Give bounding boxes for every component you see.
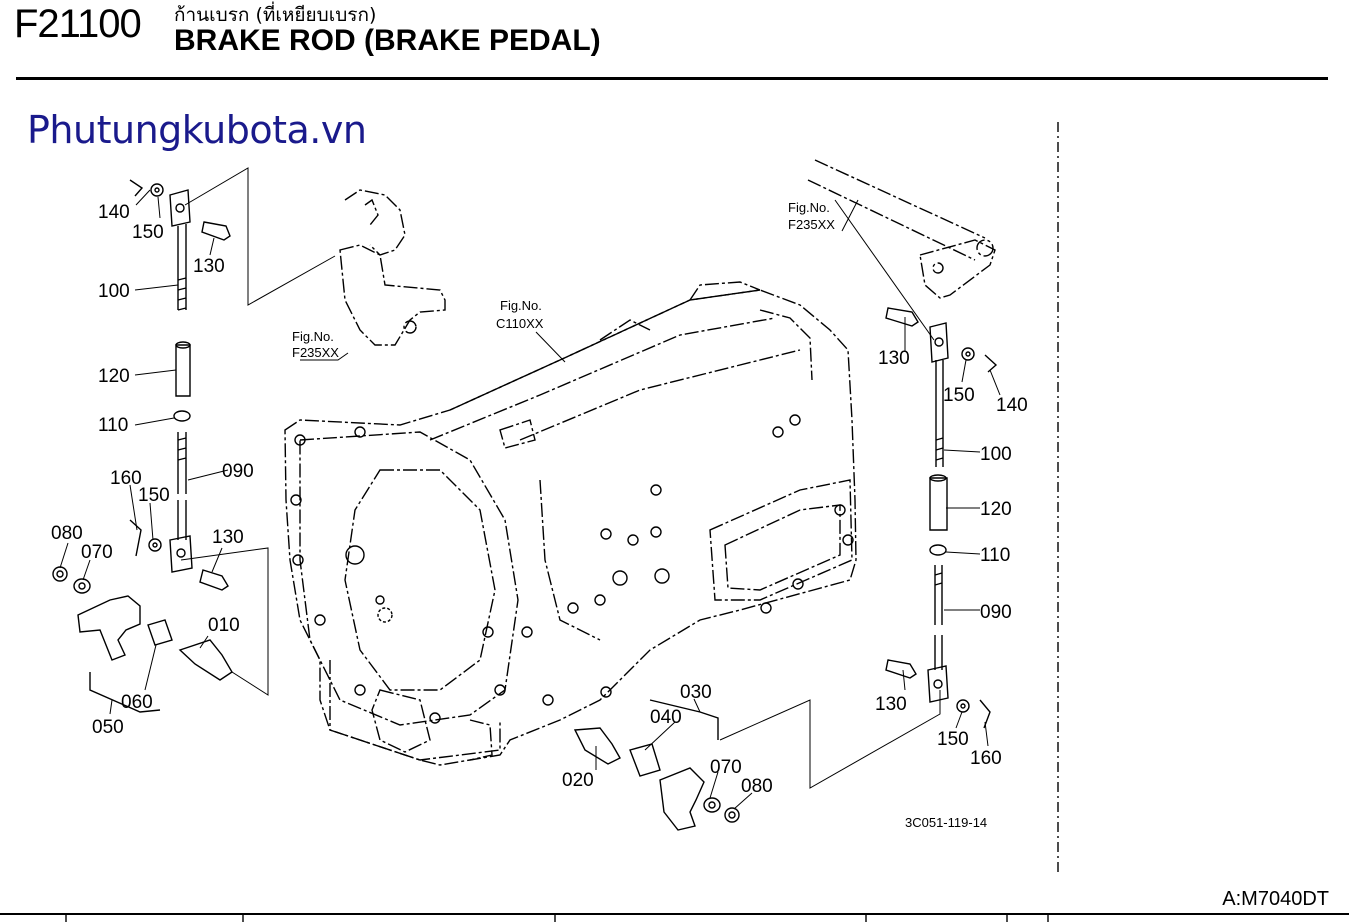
label-050: 050 <box>92 717 124 738</box>
label-020: 020 <box>562 770 594 791</box>
model-code: A:M7040DT <box>1222 888 1329 910</box>
label-130b: 130 <box>212 527 244 548</box>
label-090b: 090 <box>980 602 1012 623</box>
label-150c: 150 <box>943 385 975 406</box>
label-030: 030 <box>680 682 712 703</box>
fig-label-right: Fig.No. <box>788 200 830 215</box>
label-040: 040 <box>650 707 682 728</box>
label-160b: 160 <box>970 748 1002 769</box>
page-title: BRAKE ROD (BRAKE PEDAL) <box>174 24 601 57</box>
part-labels: 140 150 130 100 120 110 090 160 150 130 … <box>51 200 1028 830</box>
label-090: 090 <box>222 461 254 482</box>
label-100b: 100 <box>980 444 1012 465</box>
fig-label-center: Fig.No. <box>500 298 542 313</box>
label-140: 140 <box>98 202 130 223</box>
leader-lines <box>59 189 1001 810</box>
drawing-number: 3C051-119-14 <box>905 815 987 830</box>
fig-label-left: Fig.No. <box>292 329 334 344</box>
left-brake-pedal <box>339 189 446 346</box>
label-010: 010 <box>208 615 240 636</box>
right-rod-assembly <box>573 307 998 831</box>
label-110: 110 <box>98 415 128 436</box>
label-100: 100 <box>98 281 130 302</box>
label-130: 130 <box>193 256 225 277</box>
header-rule <box>16 77 1328 80</box>
right-brake-pedal <box>807 159 996 299</box>
watermark: Phutungkubota.vn <box>27 108 367 152</box>
thai-title: ก้านเบรก (ที่เหยียบเบรก) <box>174 4 377 26</box>
label-130d: 130 <box>875 694 907 715</box>
fig-ref-left: F235XX <box>292 345 339 360</box>
label-120b: 120 <box>980 499 1012 520</box>
label-150: 150 <box>132 222 164 243</box>
fig-ref-center: C110XX <box>496 316 544 331</box>
label-150b: 150 <box>138 485 170 506</box>
fig-ref-right: F235XX <box>788 217 835 232</box>
label-140b: 140 <box>996 395 1028 416</box>
label-070: 070 <box>81 542 113 563</box>
label-150d: 150 <box>937 729 969 750</box>
housing-bolts <box>290 414 854 724</box>
label-080: 080 <box>51 523 83 544</box>
transmission-housing <box>284 281 857 766</box>
left-rod-assembly <box>52 179 233 713</box>
label-160: 160 <box>110 468 142 489</box>
phantom-lines <box>180 167 941 789</box>
label-110b: 110 <box>980 545 1010 566</box>
label-060: 060 <box>121 692 153 713</box>
page-code: F21100 <box>14 2 142 46</box>
label-080b: 080 <box>741 776 773 797</box>
label-070b: 070 <box>710 757 742 778</box>
label-120: 120 <box>98 366 130 387</box>
label-130c: 130 <box>878 348 910 369</box>
